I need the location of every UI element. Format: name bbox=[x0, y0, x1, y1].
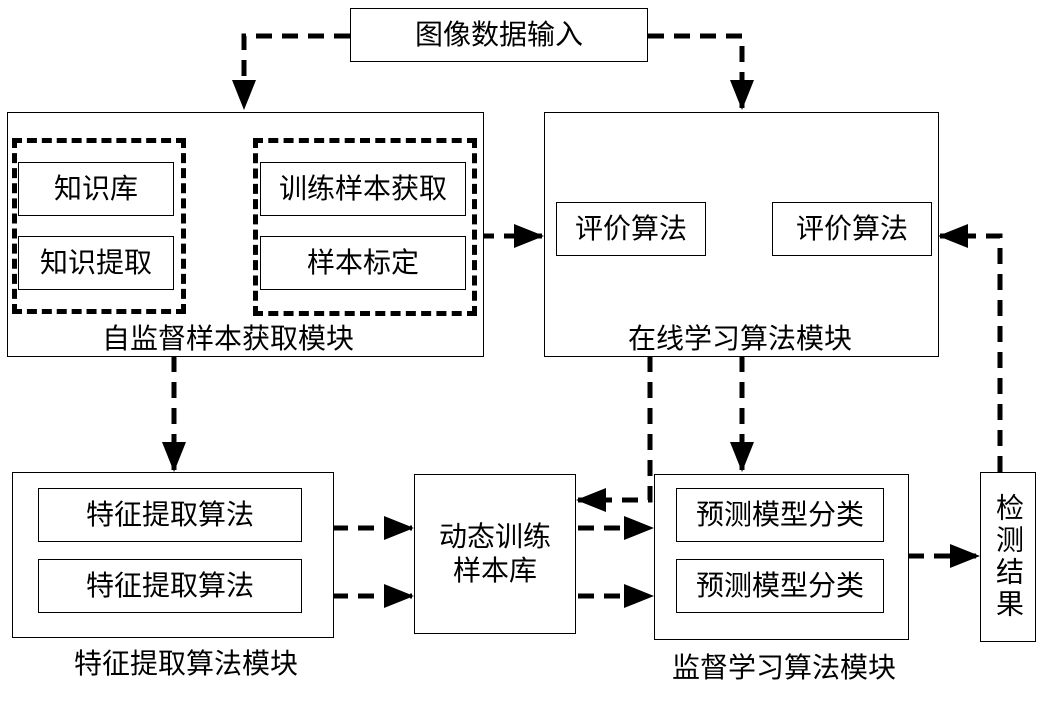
knowledge-extraction-label: 知识提取 bbox=[39, 246, 152, 279]
detection-result-label: 检测结果 bbox=[992, 493, 1025, 621]
evaluation-label-1: 评价算法 bbox=[574, 212, 687, 245]
library-line-1: 动态训练 bbox=[438, 520, 551, 553]
prediction-label-2: 预测模型分类 bbox=[695, 569, 864, 602]
self-supervised-module-title: 自监督样本获取模块 bbox=[102, 322, 355, 355]
arrow-online-to-library bbox=[576, 356, 653, 512]
self-supervised-module bbox=[7, 112, 484, 357]
dynamic-sample-library: 动态训练 样本库 bbox=[414, 474, 576, 634]
arrow-input-to-online bbox=[648, 33, 754, 110]
prediction-box-2: 预测模型分类 bbox=[676, 559, 884, 613]
knowledge-base-label: 知识库 bbox=[53, 172, 138, 205]
knowledge-group bbox=[12, 138, 186, 314]
knowledge-base-box: 知识库 bbox=[18, 162, 174, 216]
feature-extraction-box-2: 特征提取算法 bbox=[38, 559, 302, 613]
supervised-module-title: 监督学习算法模块 bbox=[672, 651, 897, 684]
feature-extraction-box-1: 特征提取算法 bbox=[38, 488, 302, 542]
arrow-input-to-self-supervised bbox=[232, 33, 350, 110]
prediction-box-1: 预测模型分类 bbox=[676, 488, 884, 542]
prediction-label-1: 预测模型分类 bbox=[695, 498, 864, 531]
knowledge-extraction-box: 知识提取 bbox=[18, 236, 174, 290]
sample-group bbox=[253, 138, 477, 316]
input-box: 图像数据输入 bbox=[350, 8, 648, 62]
sample-labeling-label: 样本标定 bbox=[306, 246, 419, 279]
detection-result-box: 检测结果 bbox=[980, 472, 1036, 642]
online-module-title: 在线学习算法模块 bbox=[628, 322, 853, 355]
feature-module-title: 特征提取算法模块 bbox=[74, 647, 299, 680]
feature-extraction-label-2: 特征提取算法 bbox=[85, 569, 254, 602]
sample-labeling-box: 样本标定 bbox=[260, 236, 466, 290]
input-label: 图像数据输入 bbox=[414, 18, 583, 51]
training-sample-label: 训练样本获取 bbox=[278, 172, 447, 205]
feature-extraction-label-1: 特征提取算法 bbox=[85, 498, 254, 531]
arrow-result-feedback bbox=[938, 224, 1003, 472]
evaluation-box-1: 评价算法 bbox=[556, 202, 706, 256]
evaluation-box-2: 评价算法 bbox=[772, 202, 932, 256]
library-line-2: 样本库 bbox=[452, 554, 537, 587]
evaluation-label-2: 评价算法 bbox=[795, 212, 908, 245]
training-sample-box: 训练样本获取 bbox=[260, 162, 466, 216]
